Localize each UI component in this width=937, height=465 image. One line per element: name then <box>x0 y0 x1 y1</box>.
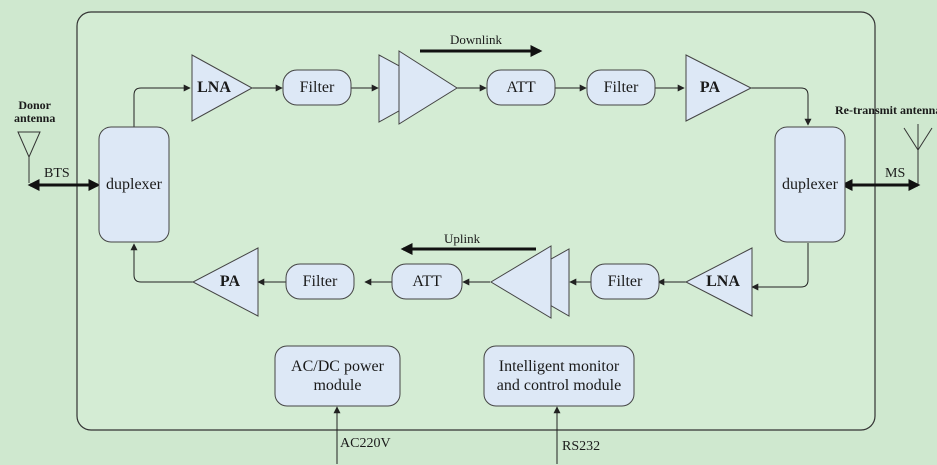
ul-filter2-box <box>285 263 355 300</box>
monitor-module-label: Intelligent monitor and control module <box>496 357 622 394</box>
power-module-box <box>274 345 401 407</box>
conn-dup-to-ul-lna <box>751 243 809 291</box>
conn-dup-to-lna <box>133 84 191 127</box>
monitor-module-box <box>483 345 635 407</box>
dl-pa-label: PA <box>699 79 721 97</box>
ul-pa-triangle <box>191 247 259 317</box>
donor-antenna-icon <box>17 131 41 183</box>
uplink-label: Uplink <box>444 231 481 246</box>
ul-att-label: ATT <box>412 272 442 290</box>
duplexer-left-label: duplexer <box>106 175 162 193</box>
ul-amp-triangle-front <box>490 245 552 319</box>
ul-filter2-label: Filter <box>302 272 338 290</box>
dl-filter2-box <box>586 69 656 106</box>
rs232-label: RS232 <box>562 439 601 454</box>
ul-filter1-box <box>590 263 660 300</box>
duplexer-right-label: duplexer <box>782 175 838 193</box>
dl-pa-triangle <box>685 54 753 122</box>
ul-lna-label: LNA <box>706 273 740 291</box>
repeater-enclosure <box>76 11 876 431</box>
dl-filter1-label: Filter <box>299 78 335 96</box>
dl-att-label: ATT <box>506 78 536 96</box>
conn-pa-to-dup <box>751 87 812 126</box>
donor-antenna-label: Donor antenna <box>14 98 56 126</box>
bts-label: BTS <box>44 166 70 181</box>
dl-lna-triangle <box>191 54 254 122</box>
ac220v-label: AC220V <box>340 436 391 451</box>
dl-filter1-box <box>282 69 352 106</box>
ul-att-box <box>391 263 463 300</box>
downlink-label: Downlink <box>450 32 502 47</box>
duplexer-right-box <box>774 126 846 243</box>
conn-ul-pa-to-dup <box>130 243 193 283</box>
ms-label: MS <box>885 166 906 181</box>
dl-amp-triangle-front <box>398 50 458 125</box>
ul-lna-triangle <box>684 247 753 317</box>
dl-filter2-label: Filter <box>603 78 639 96</box>
retransmit-antenna-label: Re-transmit antenna <box>835 103 937 117</box>
dl-lna-label: LNA <box>197 79 231 97</box>
ul-pa-label: PA <box>219 273 241 291</box>
dl-att-box <box>486 69 556 106</box>
power-module-label: AC/DC power module <box>291 357 384 394</box>
ul-filter1-label: Filter <box>607 272 643 290</box>
retransmit-antenna-icon <box>903 124 933 184</box>
duplexer-left-box <box>98 126 170 243</box>
